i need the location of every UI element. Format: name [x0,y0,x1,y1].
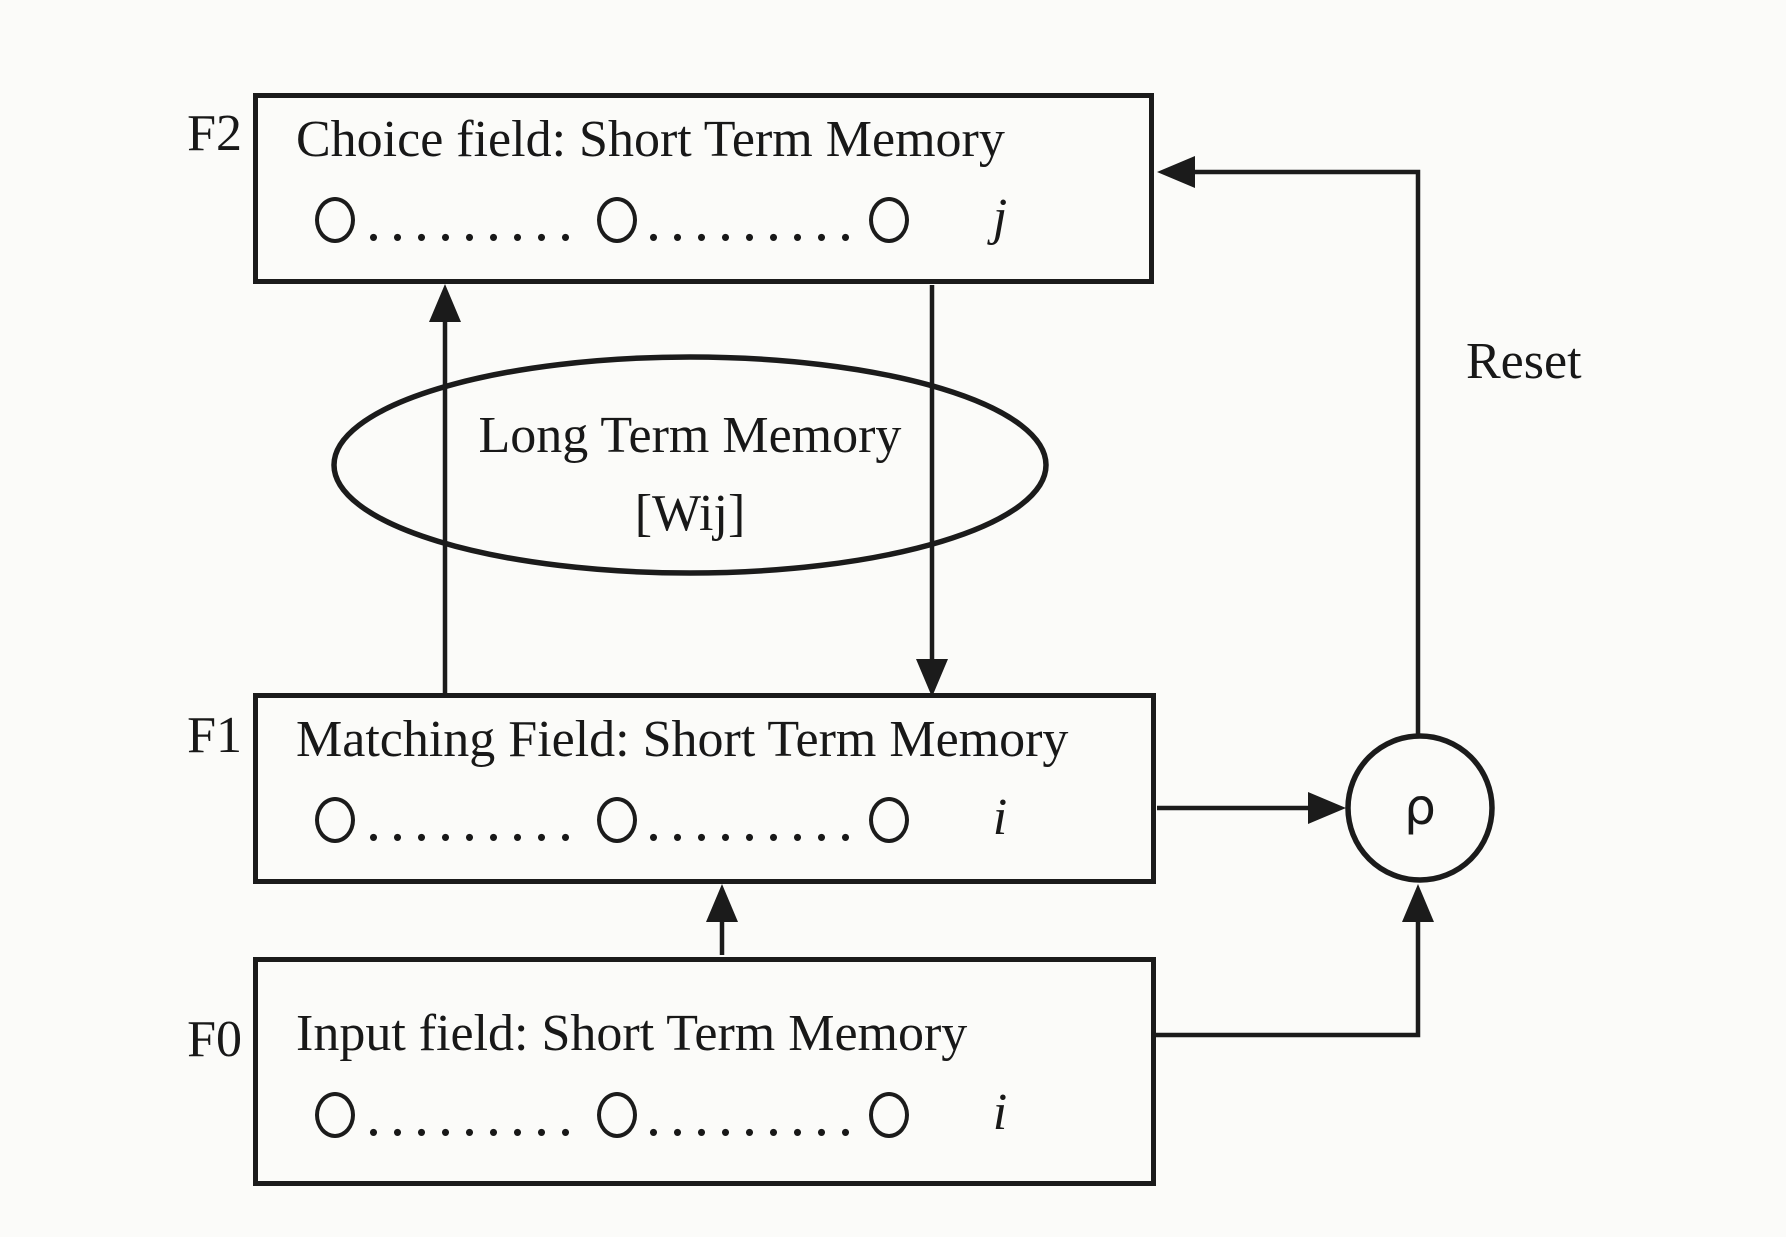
ltm-label-group: Long Term Memory [Wij] [334,408,1046,542]
unit-circle [869,1092,909,1138]
unit-circle [597,797,637,843]
unit-dots: ......... [646,787,862,853]
f0-to-f1-arrow [706,884,738,955]
field-tag-f2: F2 [187,105,242,162]
field-box-f1: Matching Field: Short Term Memory ......… [253,693,1156,884]
f1-to-vigilance-arrow [1157,792,1346,824]
unit-dots: ......... [646,187,862,253]
unit-circle [597,1092,637,1138]
ltm-weights-label: [Wij] [634,485,746,542]
unit-dots: ......... [366,1082,582,1148]
reset-label: Reset [1466,333,1582,390]
arrowhead-left-icon [1157,156,1195,188]
unit-dots: ......... [366,787,582,853]
field-tag-f0: F0 [187,1011,242,1068]
unit-circle [869,797,909,843]
unit-circle [597,197,637,243]
field-title: Choice field: Short Term Memory [296,111,1005,168]
unit-dots: ......... [366,187,582,253]
unit-dots: ......... [646,1082,862,1148]
field-box-f0: Input field: Short Term Memory .........… [253,957,1156,1186]
f0-to-vigilance-arrow [1155,884,1434,1038]
unit-index-label: i [992,1084,1008,1141]
unit-index-label: i [992,789,1008,846]
vigilance-symbol: ρ [1404,778,1436,836]
f1-to-f2-arrow [429,284,461,693]
unit-circle [315,1092,355,1138]
vigilance-circle [1345,733,1495,883]
arrowhead-up-icon [706,884,738,922]
field-box-f2: Choice field: Short Term Memory ........… [253,93,1154,284]
reset-arrow [1157,156,1421,734]
field-tag-f1: F1 [187,707,242,764]
unit-circle [869,197,909,243]
unit-circle [315,197,355,243]
arrowhead-up-icon [429,284,461,322]
field-title: Matching Field: Short Term Memory [296,711,1069,768]
ltm-ellipse [331,354,1049,576]
arrowhead-right-icon [1308,792,1346,824]
arrowhead-up-icon [1402,884,1434,922]
field-title: Input field: Short Term Memory [296,1005,968,1062]
arrowhead-down-icon [916,659,948,697]
f2-to-f1-arrow [916,285,948,697]
unit-index-label: j [992,189,1008,246]
unit-circle [315,797,355,843]
ltm-label: Long Term Memory [478,407,902,464]
